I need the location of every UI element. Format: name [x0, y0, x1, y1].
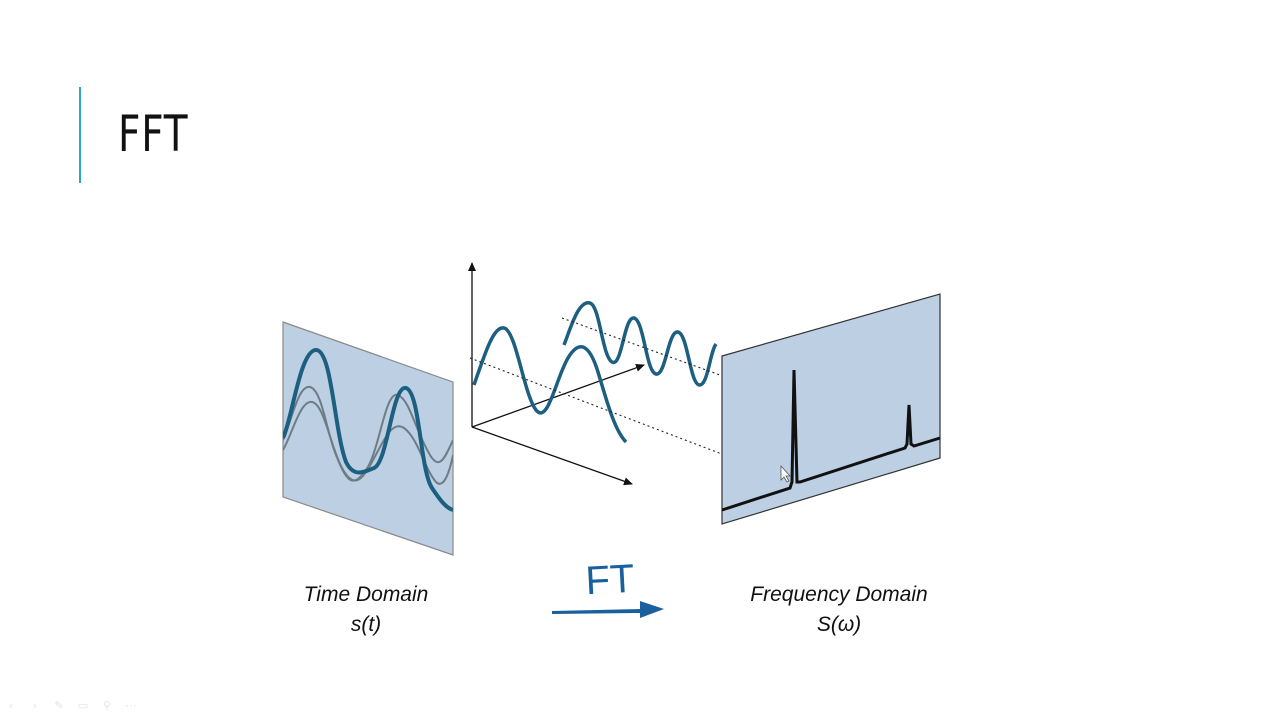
- frequency-axis-arrow: [471, 426, 633, 486]
- time-component-wave-2: [283, 401, 453, 485]
- spectrum-line: [721, 369, 941, 512]
- time-domain-symbol: s(t): [350, 613, 382, 636]
- more-icon[interactable]: ⋯: [125, 699, 137, 712]
- pen-icon[interactable]: ✎: [54, 699, 64, 712]
- time-domain-caption: Time Domain s(t): [266, 580, 466, 640]
- component-waves: [472, 301, 718, 444]
- zoom-icon[interactable]: ⚲: [102, 699, 112, 712]
- frequency-domain-symbol: S(ω): [816, 613, 862, 636]
- mouse-cursor-icon: [780, 464, 791, 483]
- frequency-domain-caption: Frequency Domain S(ω): [719, 580, 959, 640]
- title-accent-bar: [79, 87, 81, 183]
- low-frequency-wave: [472, 326, 628, 444]
- frequency-domain-label: Frequency Domain: [750, 583, 928, 606]
- time-domain-panel: [282, 321, 454, 556]
- next-icon[interactable]: ›: [32, 699, 38, 712]
- presentation-toolbar: ‹ › ✎ ▭ ⚲ ⋯: [2, 698, 140, 716]
- previous-icon[interactable]: ‹: [8, 699, 14, 712]
- slides-icon[interactable]: ▭: [77, 699, 89, 712]
- frequency-domain-panel: [721, 293, 941, 525]
- time-domain-label: Time Domain: [303, 583, 429, 606]
- slide-title: FFT: [118, 105, 189, 163]
- high-frequency-wave: [562, 301, 718, 387]
- ft-arrow: [552, 601, 664, 618]
- component-axes: [468, 262, 645, 486]
- ft-label: FT: [584, 556, 636, 604]
- ft-arrow-shape: [552, 601, 664, 618]
- frequency-domain-plane: [721, 293, 941, 525]
- time-axis-arrow: [471, 363, 645, 428]
- time-composite-signal: [283, 347, 453, 512]
